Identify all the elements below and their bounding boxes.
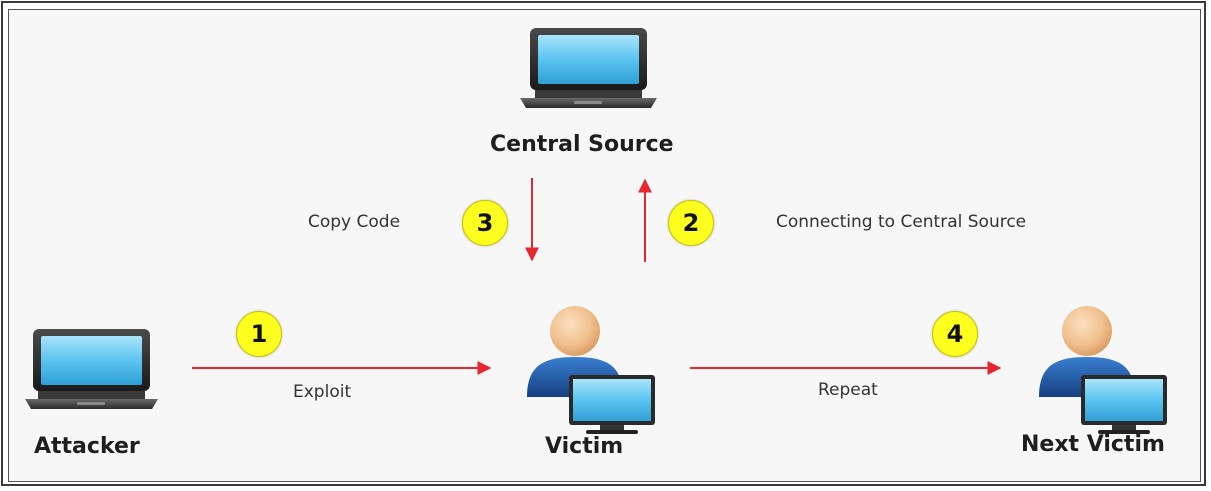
next-victim-label: Next Victim bbox=[1021, 432, 1165, 457]
connecting-label: Connecting to Central Source bbox=[776, 212, 1027, 232]
repeat-label: Repeat bbox=[818, 380, 878, 400]
copy-code-label: Copy Code bbox=[308, 212, 401, 232]
laptop-icon bbox=[520, 28, 657, 108]
step-badge-1: 1 bbox=[236, 311, 282, 357]
step-badge-3: 3 bbox=[462, 200, 508, 246]
exploit-label: Exploit bbox=[293, 382, 352, 402]
user-with-monitor-icon bbox=[1039, 306, 1167, 434]
central-source-label: Central Source bbox=[490, 132, 674, 157]
attacker-label: Attacker bbox=[34, 434, 140, 459]
step-badge-4: 4 bbox=[932, 311, 978, 357]
victim-label: Victim bbox=[545, 434, 624, 459]
laptop-icon bbox=[25, 329, 158, 409]
step-badge-2: 2 bbox=[668, 200, 714, 246]
user-with-monitor-icon bbox=[527, 306, 655, 434]
